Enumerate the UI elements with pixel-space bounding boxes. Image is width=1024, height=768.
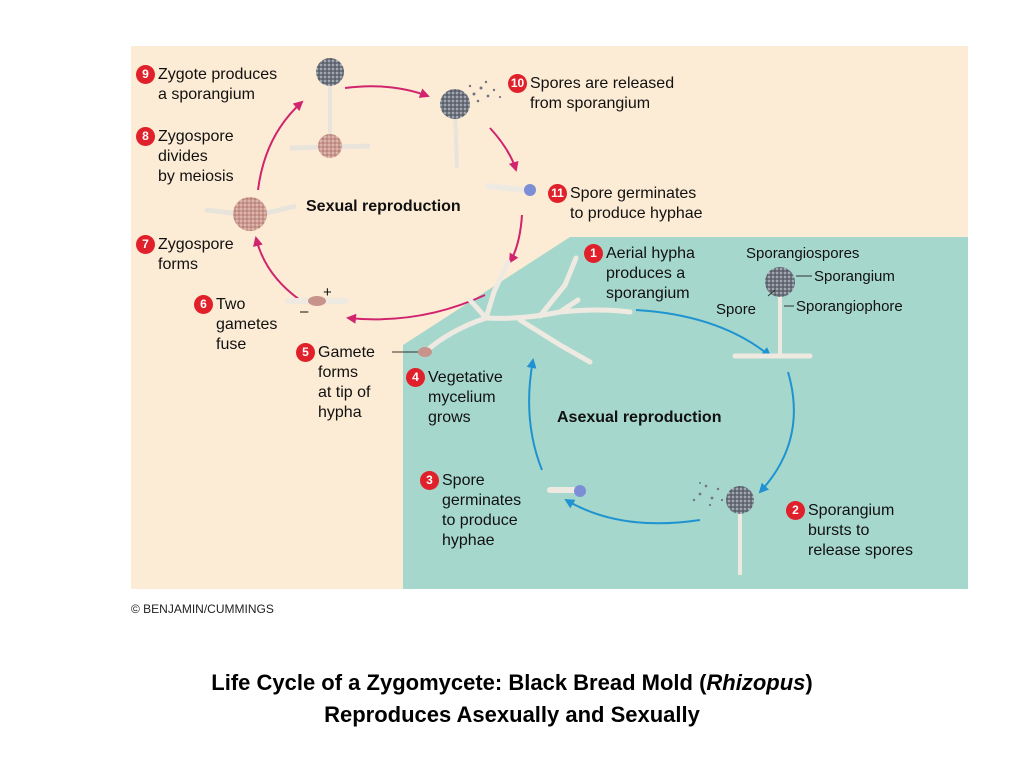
sporangiophore-label: Sporangiophore (796, 298, 903, 315)
step-1-badge: 1 (584, 244, 603, 263)
step-6-line-3: fuse (216, 336, 247, 353)
step-3-badge: 3 (420, 471, 439, 490)
step-7-line-1: Zygospore (158, 236, 234, 253)
step-10-line-1: Spores are released (530, 75, 675, 92)
step-4-line-1: Vegetative (428, 369, 503, 386)
step-4-line-2: mycelium (428, 389, 496, 406)
caption-line-2: Reproduces Asexually and Sexually (324, 702, 700, 727)
step-1-line-2: produces a (606, 265, 686, 282)
step-9-line-2: a sporangium (158, 86, 255, 103)
spore-label: Spore (716, 301, 757, 318)
step-8-line-1: Zygospore (158, 128, 234, 145)
step-6-line-1: Two (216, 296, 246, 313)
gamete-tip (418, 347, 432, 357)
step-2-line-3: release spores (808, 542, 913, 559)
caption-line-1-pre: Life Cycle of a Zygomycete: Black Bread … (211, 670, 707, 695)
step-4-line-3: grows (428, 409, 471, 426)
step-6-badge: 6 (194, 295, 213, 314)
bursting-sporangium-illustration (692, 482, 754, 575)
minus-sign: – (300, 303, 309, 320)
sporangium-structure-illustration (732, 267, 813, 359)
step-3-line-1: Spore (442, 472, 485, 489)
step-5-line-3: at tip of (318, 384, 371, 401)
step-11-badge: 11 (548, 184, 567, 203)
step-5-line-4: hypha (318, 404, 362, 421)
step-9-badge: 9 (136, 65, 155, 84)
step-9-line-1: Zygote produces (158, 66, 278, 83)
step-6-line-2: gametes (216, 316, 278, 333)
step-5-line-1: Gamete (318, 344, 375, 361)
fusing-gametes-illustration (285, 296, 349, 306)
step-2-badge: 2 (786, 501, 805, 520)
step-3-line-2: germinates (442, 492, 522, 509)
step-3-line-4: hyphae (442, 532, 495, 549)
step-7-badge: 7 (136, 235, 155, 254)
caption-line-1: Life Cycle of a Zygomycete: Black Bread … (100, 668, 924, 698)
zygospore-illustration (204, 197, 297, 231)
step-8-badge: 8 (136, 127, 155, 146)
sexual-cycle-title: Sexual reproduction (306, 198, 461, 215)
asexual-cycle-arrows (526, 309, 795, 525)
caption-line-1-post: ) (805, 670, 813, 695)
step-4-badge: 4 (406, 368, 425, 387)
zygote-sporangium-illustration (289, 58, 371, 158)
step-2-line-2: bursts to (808, 522, 870, 539)
step-3-line-3: to produce (442, 512, 518, 529)
step-1-line-3: sporangium (606, 285, 690, 302)
germinating-spore-illustration-11 (485, 183, 536, 196)
sporangium-label: Sporangium (814, 268, 895, 285)
copyright: © BENJAMIN/CUMMINGS (131, 602, 274, 616)
step-8-line-2: divides (158, 148, 208, 165)
step-5-line-2: forms (318, 364, 358, 381)
germinating-spore-illustration-3 (547, 485, 586, 497)
step-10-line-2: from sporangium (530, 95, 651, 112)
mycelium-hyphae (422, 255, 633, 365)
step-10-badge: 10 (508, 74, 527, 93)
step-7-line-2: forms (158, 256, 198, 273)
sporangiospores-label: Sporangiospores (746, 245, 860, 262)
asexual-cycle-title: Asexual reproduction (557, 409, 722, 426)
step-11-line-2: to produce hyphae (570, 205, 703, 222)
asexual-region-bg (403, 237, 968, 589)
released-sporangium-illustration (440, 80, 502, 169)
step-2-line-1: Sporangium (808, 502, 895, 519)
caption-genus: Rhizopus (706, 670, 806, 695)
step-5-badge: 5 (296, 343, 315, 362)
step-1-line-1: Aerial hypha (606, 245, 695, 262)
step-8-line-3: by meiosis (158, 168, 234, 185)
plus-sign: + (323, 284, 332, 301)
step-11-line-1: Spore germinates (570, 185, 697, 202)
